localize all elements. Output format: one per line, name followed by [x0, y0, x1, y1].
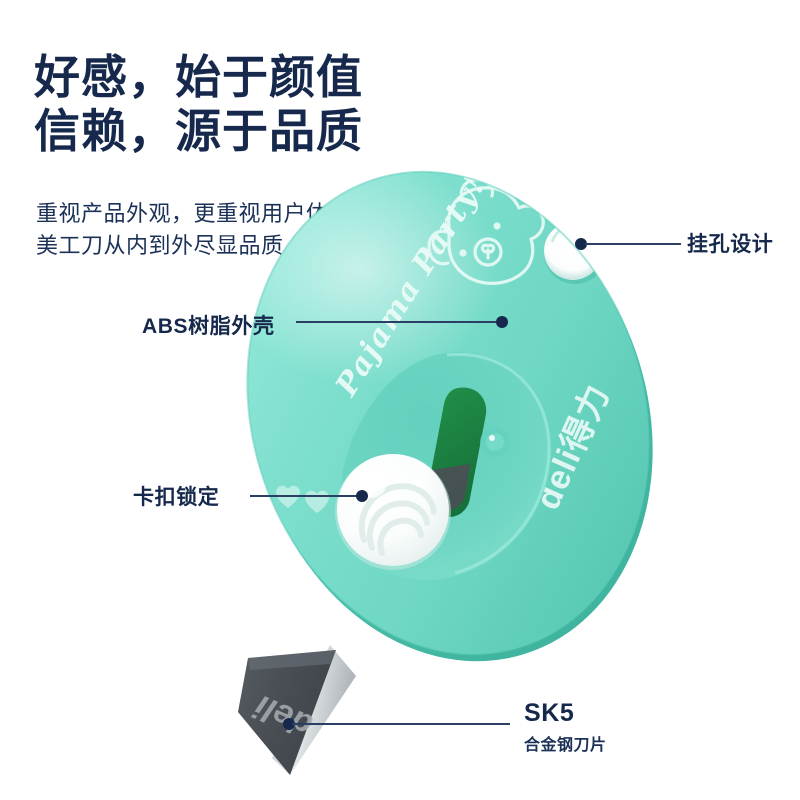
- blade-top-highlight: [248, 650, 336, 670]
- callout-leader-hanging-hole: [585, 243, 681, 245]
- callout-label-abs-shell: ABS树脂外壳: [142, 315, 275, 338]
- page-headline: 好感，始于颜值 信赖，源于品质: [34, 50, 363, 158]
- callout-dot-buckle-lock: [356, 490, 368, 502]
- callout-dot-abs-shell: [496, 316, 508, 328]
- blade-group: deli: [238, 645, 356, 775]
- callout-leader-buckle-lock: [250, 495, 364, 497]
- slider-recess-highlight: [446, 352, 551, 575]
- callout-dot-blade: [283, 718, 295, 730]
- page-subheadline: 重视产品外观，更重视用户体验 美工刀从内到外尽显品质: [36, 198, 351, 262]
- subheadline-line-2: 美工刀从内到外尽显品质: [36, 233, 284, 258]
- headline-line-1: 好感，始于颜值: [34, 51, 363, 103]
- blade-face: [238, 650, 336, 775]
- callout-leader-blade: [292, 723, 510, 725]
- callout-dot-hanging-hole: [575, 238, 587, 250]
- slider-knob-button: [335, 454, 451, 570]
- body-outline: [246, 170, 650, 656]
- body-dimple: [480, 427, 510, 457]
- callout-label-buckle-lock: 卡扣锁定: [133, 486, 220, 509]
- callout-label-hanging-hole: 挂孔设计: [687, 233, 774, 256]
- callout-leader-abs-shell: [296, 321, 502, 323]
- callout-label-blade-title: SK5: [524, 699, 575, 727]
- knob-swirl-ridges: [358, 483, 437, 556]
- headline-line-2: 信赖，源于品质: [34, 105, 363, 157]
- callout-label-blade-subtitle: 合金钢刀片: [524, 737, 607, 754]
- subheadline-line-1: 重视产品外观，更重视用户体验: [36, 201, 352, 226]
